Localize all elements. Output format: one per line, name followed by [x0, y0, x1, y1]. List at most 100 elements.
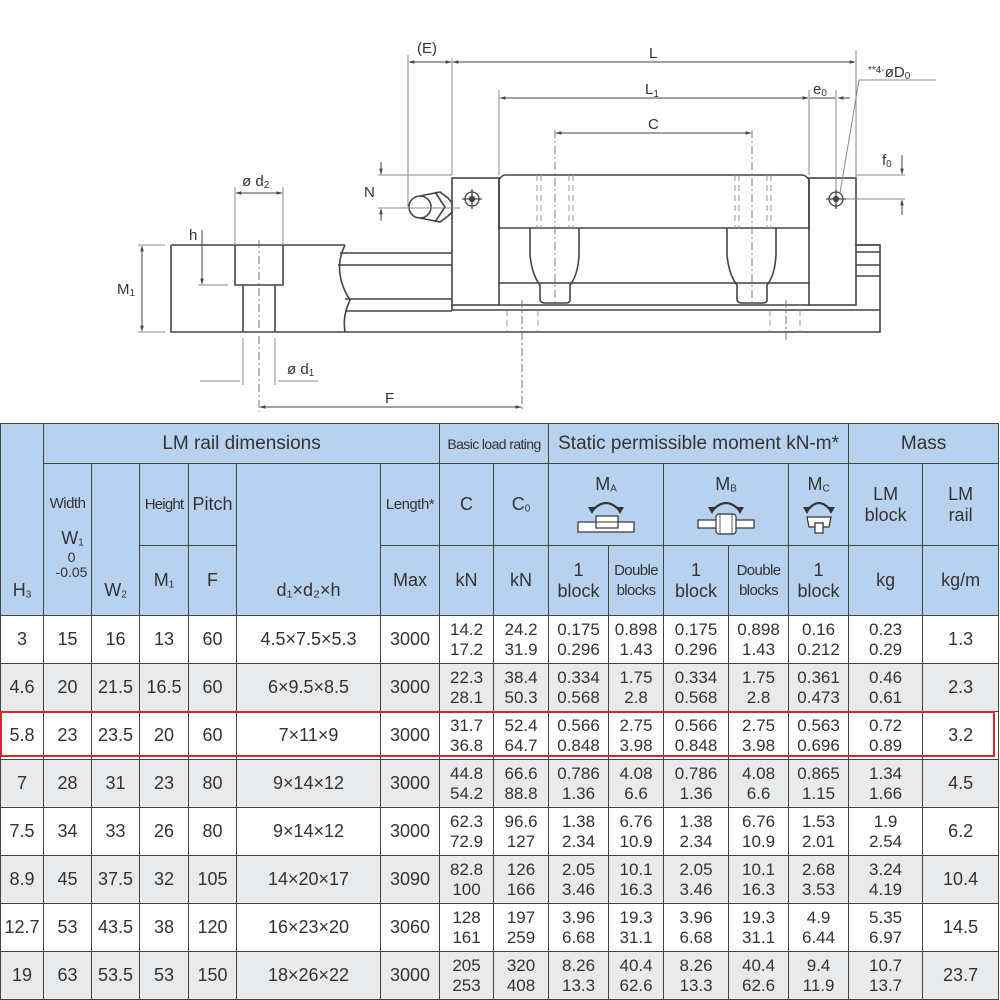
- cell-f: 60: [188, 663, 237, 712]
- cell-rail: 6.2: [922, 807, 1000, 856]
- lm-guide-drawing: (E) L L1 C e0 **4-øD0 f0 N ø d2 h M1 ø d…: [117, 40, 936, 412]
- label-C: C: [648, 116, 659, 133]
- header-kN-C: kN: [439, 545, 495, 616]
- cell-h3: 19: [0, 951, 44, 1000]
- value-upper: 1.75: [619, 667, 653, 687]
- header-MB-double-blocks: Double blocks: [728, 545, 790, 616]
- cell-d: 18×26×22: [236, 951, 381, 1000]
- cell-rail: 1.3: [922, 615, 1000, 664]
- header-C0: C0: [493, 463, 550, 546]
- cell-w1: 28: [43, 759, 92, 808]
- header-lm-rail: LM rail: [922, 463, 1000, 546]
- value-lower: 3.98: [619, 735, 653, 755]
- cell-m1: 32: [139, 855, 189, 904]
- label-L1: L1: [645, 81, 659, 100]
- header-MB-1-block: 1 block: [663, 545, 730, 616]
- header-height: Height: [139, 463, 189, 546]
- cell-w2: 53.5: [91, 951, 140, 1000]
- value-lower: 31.1: [619, 927, 653, 947]
- cell-h3: 12.7: [0, 903, 44, 952]
- value-upper: 2.75: [619, 715, 653, 735]
- value-lower: 0.89: [869, 735, 903, 755]
- value-upper: 10.1: [741, 859, 776, 879]
- value-upper: 19.3: [619, 907, 653, 927]
- value-lower: 28.1: [449, 687, 484, 707]
- label-f0: f0: [882, 152, 892, 170]
- value-upper: 40.4: [619, 955, 653, 975]
- value-lower: 2.54: [869, 831, 903, 851]
- header-MA: MA: [548, 463, 665, 546]
- value-lower: 13.3: [679, 975, 713, 995]
- value-upper: 14.2: [449, 619, 484, 639]
- cell-max: 3000: [379, 711, 441, 760]
- cell-d: 16×23×20: [236, 903, 381, 952]
- cell-f: 80: [188, 759, 237, 808]
- cell-h3: 5.8: [0, 711, 44, 760]
- value-upper: 82.8: [449, 859, 484, 879]
- value-lower: 0.568: [674, 687, 718, 707]
- value-upper: 0.786: [674, 763, 718, 783]
- value-lower: 0.696: [797, 735, 840, 755]
- cell-m1: 38: [139, 903, 189, 952]
- value-upper: 320: [506, 955, 536, 975]
- value-upper: 9.4: [806, 955, 831, 975]
- value-lower: 127: [506, 831, 536, 851]
- value-lower: 50.3: [504, 687, 538, 707]
- value-lower: 2.8: [746, 687, 771, 707]
- cell-w2: 43.5: [91, 903, 140, 952]
- cell-rail: 10.4: [922, 855, 1000, 904]
- cell-w1: 23: [43, 711, 92, 760]
- cell-m1: 53: [139, 951, 189, 1000]
- value-lower: 3.46: [679, 879, 713, 899]
- cell-max: 3000: [379, 759, 441, 808]
- cell-rail: 2.3: [922, 663, 1000, 712]
- value-upper: 0.16: [802, 619, 836, 639]
- value-upper: 19.3: [741, 907, 776, 927]
- value-upper: 1.9: [873, 811, 898, 831]
- cell-f: 60: [188, 615, 237, 664]
- value-lower: 6.68: [679, 927, 713, 947]
- lm-rail-spec-table: H3 LM rail dimensions Basic load rating …: [0, 423, 1000, 1000]
- value-upper: 0.334: [674, 667, 718, 687]
- header-C: C: [439, 463, 495, 546]
- value-lower: 6.44: [802, 927, 836, 947]
- value-lower: 11.9: [802, 975, 835, 995]
- header-M1: M1: [139, 545, 189, 616]
- value-upper: 0.865: [797, 763, 840, 783]
- label-L: L: [649, 45, 657, 62]
- value-upper: 38.4: [504, 667, 538, 687]
- value-lower: 1.15: [802, 783, 836, 803]
- header-kg-per-m: kg/m: [922, 545, 1000, 616]
- value-lower: 0.212: [797, 639, 840, 659]
- cell-h3: 4.6: [0, 663, 44, 712]
- header-pitch: Pitch: [188, 463, 237, 546]
- value-upper: 205: [452, 955, 481, 975]
- cell-rail: 3.2: [922, 711, 1000, 760]
- header-W2: W2: [91, 463, 140, 616]
- value-lower: 161: [452, 927, 481, 947]
- cell-d: 9×14×12: [236, 759, 381, 808]
